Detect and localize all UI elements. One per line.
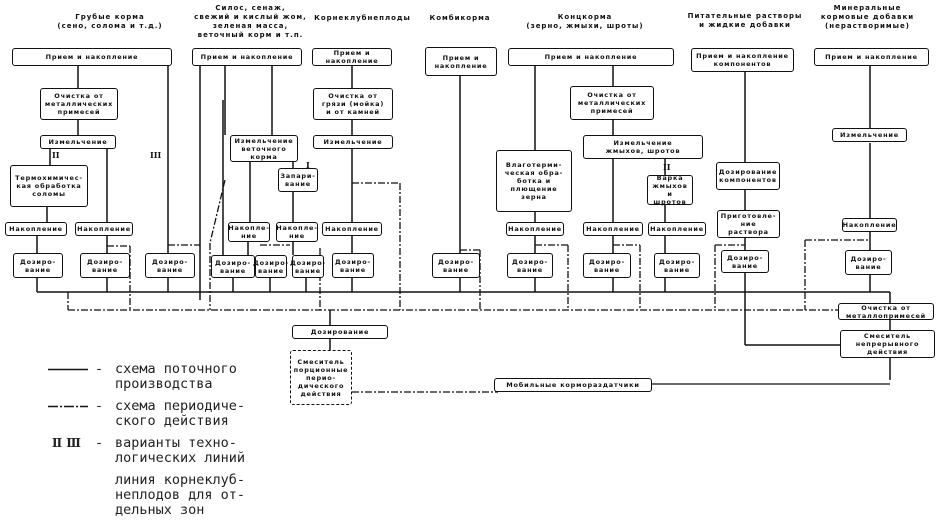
box-grinding-3: Измельчение	[313, 135, 393, 149]
box-dosing-1c: Дозиро- вание	[145, 253, 195, 278]
box-receive-root-crops: Прием и накопление	[312, 48, 392, 66]
box-dosing-2b: Дозиро- вание	[253, 255, 288, 278]
legend-text: схема поточного производства	[115, 361, 237, 392]
box-receive-minerals: Прием и накопление	[814, 48, 929, 66]
box-receive-components: Прием и накопление компонентов	[691, 48, 794, 72]
box-dosing-1a: Дозиро- вание	[13, 253, 63, 278]
solid-line-icon	[48, 368, 88, 371]
box-dosing-5b: Дозиро- вание	[583, 253, 631, 278]
box-accumulation-5a: Накопление	[506, 222, 564, 236]
legend-text: схема периодиче- ского действия	[115, 398, 246, 429]
box-grinding-branch-feed: Измельчение веточного корма	[230, 135, 298, 162]
header-root-crops: Корнеклубнеплоды	[314, 14, 411, 22]
header-roughage: Грубые корма (сено, солома и т.д.)	[57, 13, 163, 30]
box-metal-impurity-cleaning: Очистка от металлопримесей	[838, 303, 934, 320]
box-main-dosing: Дозирование	[292, 325, 388, 339]
box-dosing-5c: Дозиро- вание	[654, 253, 700, 278]
variant-mark-ii: II	[52, 150, 60, 160]
header-mineral-additives: Минеральные кормовые добавки (нераствори…	[820, 4, 915, 30]
box-solution-preparation: Приготовле- ние раствора	[717, 210, 780, 238]
box-accumulation-3: Накопление	[322, 222, 382, 236]
box-accumulation-2b: Накопле- ние	[276, 222, 318, 242]
legend-dash: -	[95, 398, 104, 414]
box-receive-roughage: Прием и накопление	[12, 48, 172, 66]
legend-item-root-crops-line: линия корнеклуб- неплодов для от- дельны…	[48, 473, 288, 521]
header-concentrates: Концкорма (зерно, жмыхи, шроты)	[526, 13, 644, 30]
box-accumulation-5c: Накопление	[648, 222, 706, 236]
legend-text: линия корнеклуб- неплодов для от- дельны…	[115, 472, 246, 518]
box-moisture-heat-flaking: Влаготерми- ческая обра- ботка и плющени…	[496, 150, 572, 212]
dash-dot-line-icon	[48, 405, 88, 408]
legend-dash: -	[95, 435, 104, 451]
box-mobile-feed-distributors: Мобильные кормораздатчики	[494, 378, 652, 392]
box-metal-cleaning-1: Очистка от металлических примесей	[40, 88, 118, 120]
box-grinding-1: Измельчение	[40, 135, 116, 149]
box-accumulation-5b: Накопление	[583, 222, 643, 236]
box-grinding-oilcake: Измельчение жмыхов, шротов	[583, 135, 703, 159]
variant-mark-ii-b: II	[663, 162, 671, 172]
box-dosing-7: Дозиро- вание	[845, 250, 892, 275]
legend: - схема поточного производства - схема п…	[48, 362, 288, 522]
box-continuous-mixer: Смеситель непрерывного действия	[840, 330, 935, 358]
legend-item-flow-production: - схема поточного производства	[48, 362, 288, 394]
box-accumulation-1b: Накопление	[75, 222, 133, 236]
box-dosing-2a: Дозиро- вание	[211, 255, 255, 278]
box-grinding-7: Измельчение	[832, 128, 907, 142]
box-accumulation-1a: Накопление	[5, 222, 67, 236]
box-dosing-3: Дозиро- вание	[332, 253, 374, 278]
box-washing-stone-removal: Очистка от грязи (мойка) и от камней	[313, 88, 393, 120]
box-accumulation-7: Накопление	[842, 218, 897, 232]
box-thermochemical-treatment: Термохимичес- кая обработка соломы	[10, 165, 88, 207]
legend-text: варианты техно- логических линий	[115, 435, 246, 466]
legend-dash: -	[95, 361, 104, 377]
box-dosing-2c: Дозиро- вание	[290, 255, 325, 278]
box-dosing-6: Дозиро- вание	[721, 250, 769, 273]
box-receive-silage: Прием и накопление	[192, 48, 302, 66]
legend-item-periodic-action: - схема периодиче- ского действия	[48, 399, 288, 431]
header-nutrient-solutions: Питательные растворы и жидкие добавки	[687, 12, 803, 29]
variant-mark-i: I	[306, 160, 310, 170]
box-boiling-oilcake: Варка жмыхов и шротов	[647, 174, 693, 206]
box-receive-concentrates: Прием и накопление	[508, 48, 674, 66]
legend-item-variants: Ⅱ Ⅲ - варианты техно- логических линий	[48, 436, 288, 468]
variant-mark-iii: III	[150, 150, 162, 160]
header-silage: Силос, сенаж, свежий и кислый жом, зелен…	[194, 4, 307, 39]
box-component-dosing: Дозирование компонентов	[716, 162, 780, 190]
box-batch-mixer: Смеситель порционные перио- дического де…	[290, 350, 352, 405]
box-steaming: Запари- вание	[278, 168, 318, 192]
roman-numerals-icon: Ⅱ Ⅲ	[52, 436, 81, 450]
header-compound-feed: Комбикорма	[429, 14, 491, 22]
box-receive-compound-feed: Прием и накопление	[425, 47, 497, 76]
box-accumulation-2a: Накопле- ние	[228, 222, 270, 242]
box-dosing-4: Дозиро- вание	[432, 253, 480, 278]
box-dosing-5a: Дозиро- вание	[507, 253, 553, 278]
box-dosing-1b: Дозиро- вание	[80, 253, 130, 278]
box-metal-cleaning-5: Очистка от металлических примесей	[570, 86, 654, 120]
